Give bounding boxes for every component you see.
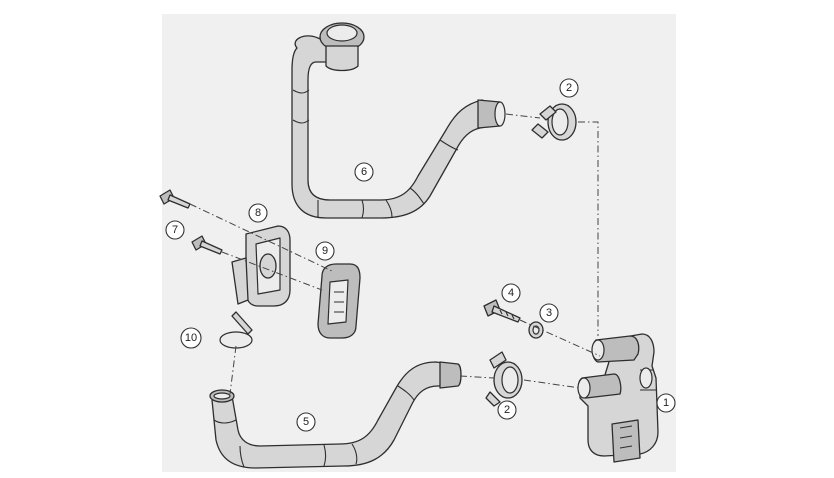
upper-hose xyxy=(291,22,506,219)
callout-label: 2 xyxy=(566,82,572,94)
callout-label: 3 xyxy=(546,307,552,319)
callout-label: 1 xyxy=(663,397,669,409)
lower-hose-clamp xyxy=(485,351,523,407)
callout-6: 6 xyxy=(354,162,374,182)
callout-7: 7 xyxy=(165,220,185,240)
callout-3: 3 xyxy=(539,303,559,323)
callout-label: 2 xyxy=(504,404,510,416)
lower-hose xyxy=(209,361,462,469)
screw-and-washer xyxy=(483,299,544,339)
callout-5: 5 xyxy=(296,412,316,432)
solenoid-valve xyxy=(577,333,659,463)
callout-1: 1 xyxy=(656,393,676,413)
callout-label: 4 xyxy=(508,287,514,299)
callout-label: 10 xyxy=(185,332,197,344)
callout-2-lower: 2 xyxy=(497,400,517,420)
air-filter xyxy=(317,263,361,339)
callout-9: 9 xyxy=(315,241,335,261)
bolts xyxy=(159,189,223,255)
callout-label: 6 xyxy=(361,166,367,178)
upper-hose-clamp xyxy=(531,103,577,141)
assembly-leader-lines xyxy=(189,113,601,395)
callout-4: 4 xyxy=(501,283,521,303)
callout-8: 8 xyxy=(248,203,268,223)
callout-label: 8 xyxy=(255,207,261,219)
callout-label: 5 xyxy=(303,416,309,428)
callout-2-upper: 2 xyxy=(559,78,579,98)
callout-label: 9 xyxy=(322,245,328,257)
callout-10: 10 xyxy=(180,327,202,349)
callout-label: 7 xyxy=(172,224,178,236)
cable-tie xyxy=(219,311,253,349)
